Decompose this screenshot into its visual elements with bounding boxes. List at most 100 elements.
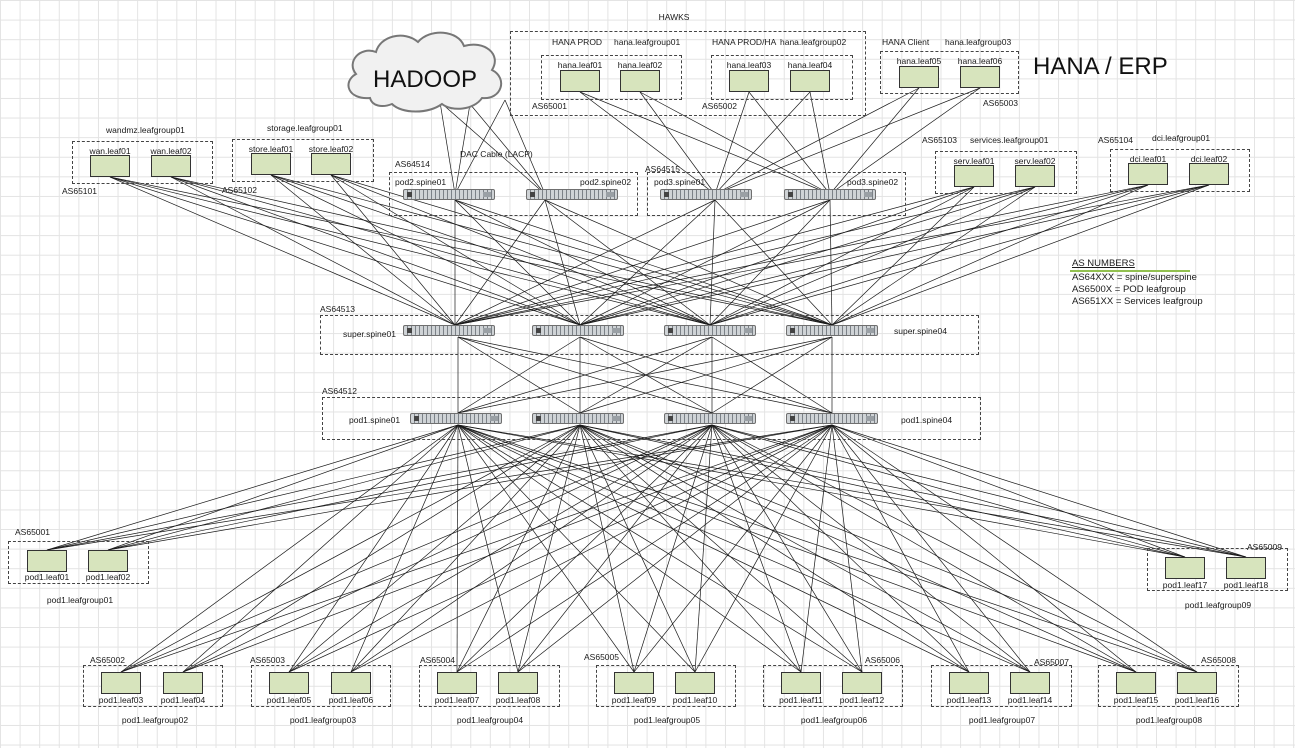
link-line <box>454 199 581 326</box>
link-line <box>709 184 1149 326</box>
link-line <box>831 424 1198 673</box>
link-line <box>831 186 975 326</box>
switch-pod2-spine01[interactable] <box>403 189 495 200</box>
leaf-label: hana.leaf05 <box>896 56 942 66</box>
switch-pod1-spine01[interactable] <box>410 413 502 424</box>
leaf-store-leaf02[interactable] <box>311 153 351 175</box>
link-line <box>46 424 581 551</box>
leaf-pod1-leaf01[interactable] <box>27 550 67 572</box>
link-line <box>711 336 833 414</box>
link-line <box>270 174 581 326</box>
link-line <box>579 424 863 673</box>
legend-title: AS NUMBERS <box>1072 258 1135 269</box>
leaf-label: pod1.leaf10 <box>672 695 718 705</box>
leaf-pod1-leaf05[interactable] <box>269 672 309 694</box>
as-pod1-group05: AS65005 <box>584 652 619 662</box>
link-line <box>579 184 1210 326</box>
leaf-pod1-leaf09[interactable] <box>614 672 654 694</box>
as-pod1-group03: AS65003 <box>250 655 285 665</box>
switch-super-spine03[interactable] <box>664 325 756 336</box>
link-line <box>170 176 833 326</box>
link-line <box>457 424 1186 558</box>
link-line <box>182 424 833 673</box>
as-hana-prod-ha: AS65002 <box>702 101 737 111</box>
leaf-pod1-leaf14[interactable] <box>1010 672 1050 694</box>
pod1-leafgroup05-box <box>596 665 736 707</box>
leaf-pod1-leaf16[interactable] <box>1177 672 1217 694</box>
leaf-pod1-leaf18[interactable] <box>1226 557 1266 579</box>
leaf-pod1-leaf02[interactable] <box>88 550 128 572</box>
link-line <box>579 424 635 673</box>
hana-leafgroup02-box <box>711 55 853 100</box>
leaf-label: wan.leaf02 <box>150 146 192 156</box>
leaf-hana-leaf05[interactable] <box>899 66 939 88</box>
leaf-wan-leaf02[interactable] <box>151 155 191 177</box>
leaf-hana-leaf01[interactable] <box>560 70 600 92</box>
leaf-pod1-leaf04[interactable] <box>163 672 203 694</box>
link-line <box>457 424 970 673</box>
leaf-hana-leaf03[interactable] <box>729 70 769 92</box>
link-line <box>544 199 833 326</box>
link-line <box>579 424 1137 673</box>
link-line <box>456 424 713 673</box>
link-line <box>633 424 833 673</box>
switch-super-spine04[interactable] <box>786 325 878 336</box>
hawks-group-box <box>510 31 866 116</box>
legend-underline <box>1070 270 1190 272</box>
link-line <box>579 91 831 195</box>
switch-pod1-spine04[interactable] <box>786 413 878 424</box>
switch-pod1-spine03[interactable] <box>664 413 756 424</box>
leaf-serv-leaf01[interactable] <box>954 165 994 187</box>
switch-super-spine01[interactable] <box>403 325 495 336</box>
leaf-hana-leaf04[interactable] <box>790 70 830 92</box>
link-line <box>454 199 711 326</box>
link-line <box>330 174 711 326</box>
pod2-spine01-label: pod2.spine01 <box>395 177 447 187</box>
leaf-label: hana.leaf04 <box>787 60 833 70</box>
link-line <box>579 424 1031 673</box>
link-line <box>457 424 802 673</box>
link-line <box>579 91 716 195</box>
link-line <box>288 424 581 673</box>
leaf-hana-leaf06[interactable] <box>960 66 1000 88</box>
leaf-store-leaf01[interactable] <box>251 153 291 175</box>
switch-pod3-spine02[interactable] <box>784 189 876 200</box>
pod1-leafgroup06-box <box>763 665 903 707</box>
leaf-serv-leaf02[interactable] <box>1015 165 1055 187</box>
leaf-pod1-leaf10[interactable] <box>675 672 715 694</box>
link-line <box>517 424 581 673</box>
leaf-pod1-leaf03[interactable] <box>101 672 141 694</box>
as-pod1-spines: AS64512 <box>322 386 357 396</box>
leaf-pod1-leaf11[interactable] <box>781 672 821 694</box>
leaf-pod1-leaf13[interactable] <box>949 672 989 694</box>
pod3-spine02-label: pod3.spine02 <box>847 177 899 187</box>
as-hana-client: AS65003 <box>983 98 1018 108</box>
link-line <box>457 424 1247 558</box>
link-line <box>831 424 970 673</box>
switch-pod2-spine02[interactable] <box>526 189 618 200</box>
link-line <box>831 424 1031 673</box>
link-line <box>456 424 459 673</box>
leaf-pod1-leaf06[interactable] <box>331 672 371 694</box>
link-line <box>709 186 1036 326</box>
switch-pod1-spine02[interactable] <box>532 413 624 424</box>
switch-pod3-spine01[interactable] <box>660 189 752 200</box>
leaf-wan-leaf01[interactable] <box>90 155 130 177</box>
link-line <box>579 424 696 673</box>
leaf-pod1-leaf08[interactable] <box>498 672 538 694</box>
link-line <box>714 199 833 326</box>
leaf-hana-leaf02[interactable] <box>620 70 660 92</box>
leaf-pod1-leaf07[interactable] <box>437 672 477 694</box>
link-line <box>579 336 833 414</box>
leaf-pod1-leaf12[interactable] <box>842 672 882 694</box>
switch-super-spine02[interactable] <box>532 325 624 336</box>
leaf-pod1-leaf15[interactable] <box>1116 672 1156 694</box>
hana-group01-label: hana.leafgroup01 <box>614 37 681 47</box>
link-line <box>711 424 970 673</box>
pod1-spine04-label: pod1.spine04 <box>901 415 953 425</box>
leaf-dci-leaf02[interactable] <box>1189 163 1229 185</box>
leaf-pod1-leaf17[interactable] <box>1165 557 1205 579</box>
leaf-dci-leaf01[interactable] <box>1128 163 1168 185</box>
link-line <box>454 186 975 326</box>
link-line <box>579 424 802 673</box>
